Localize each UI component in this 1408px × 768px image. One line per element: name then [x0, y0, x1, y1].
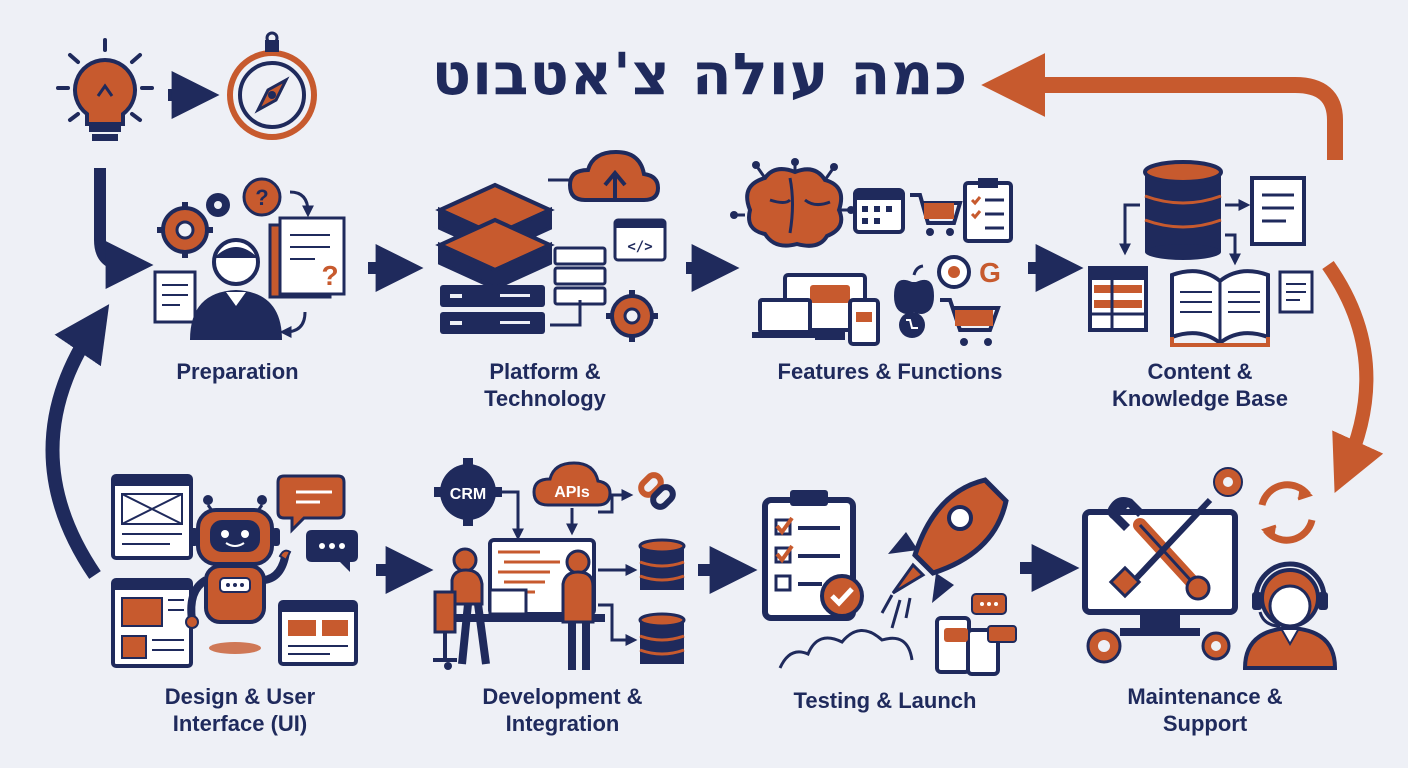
- stage-label-content: Content & Knowledge Base: [1080, 358, 1320, 412]
- crm-label: CRM: [450, 486, 486, 503]
- stage-label-platform-line1: Platform &: [489, 359, 601, 384]
- compass-icon: [227, 31, 317, 140]
- svg-text:</>: </>: [627, 239, 652, 255]
- laptop-icon: [752, 273, 880, 346]
- stage-label-preparation: Preparation: [176, 359, 299, 384]
- table-icon: [1088, 266, 1148, 332]
- stage-label-maintenance: Maintenance & Support: [1080, 683, 1330, 737]
- development-illustration: CRM APIs: [433, 458, 686, 670]
- question-icon: ?: [255, 185, 268, 210]
- monitor-tools-icon: [1082, 497, 1238, 636]
- stage-label-content-line2: Knowledge Base: [1111, 386, 1289, 411]
- stage-label-platform: Platform & Technology: [430, 358, 660, 412]
- rocket-icon: [880, 477, 1009, 629]
- stage-label-maintenance-line1: Maintenance &: [1127, 684, 1283, 709]
- chat-bubble-icon: [276, 474, 358, 572]
- stage-label-development-line1: Development &: [482, 684, 643, 709]
- phone-chat-icon: [935, 593, 1017, 676]
- apis-label: APIs: [554, 484, 590, 501]
- idea-icon: [56, 38, 154, 141]
- support-agent-icon: [1242, 561, 1338, 670]
- google-icon: G: [979, 257, 1001, 288]
- page-title: כמה עולה צ'אטבוט: [431, 40, 969, 108]
- developers-icon: [433, 538, 605, 670]
- database-icon: [638, 538, 686, 664]
- robot-icon: [185, 495, 292, 654]
- stage-label-development: Development & Integration: [440, 683, 685, 737]
- database-icon: [1143, 160, 1223, 260]
- return-arrow: [981, 53, 1343, 160]
- link-icon: [638, 472, 676, 510]
- testing-illustration: [762, 477, 1017, 676]
- stage-label-design-line2: Interface (UI): [172, 711, 308, 736]
- checklist-icon: [963, 178, 1013, 243]
- stage-label-development-line2: Integration: [505, 711, 620, 736]
- chrome-icon: [937, 255, 971, 289]
- calendar-icon: [853, 188, 905, 234]
- stage-label-content-line1: Content &: [1147, 359, 1253, 384]
- stage-label-platform-line2: Technology: [484, 386, 606, 411]
- crm-gear-icon: [434, 458, 502, 526]
- stage-label-design-line1: Design & User: [164, 684, 316, 709]
- svg-text:?: ?: [321, 260, 338, 291]
- return-arrow: [45, 304, 110, 579]
- maintenance-illustration: [1082, 467, 1338, 670]
- features-illustration: G: [730, 158, 1013, 346]
- book-icon: [1170, 269, 1270, 347]
- flow-arrow: [1322, 260, 1384, 493]
- stage-label-maintenance-line2: Support: [1162, 711, 1248, 736]
- stage-label-testing: Testing & Launch: [793, 688, 977, 713]
- stage-label-features: Features & Functions: [777, 359, 1003, 384]
- flow-arrow: [94, 168, 154, 289]
- clipboard-checklist-icon: [762, 490, 864, 621]
- content-illustration: [1088, 160, 1314, 347]
- apis-cloud-icon: [532, 461, 612, 507]
- cart-icon: [910, 193, 963, 236]
- apple-icon: [894, 264, 934, 314]
- brain-icon: [730, 158, 855, 248]
- stage-label-design: Design & User Interface (UI): [120, 683, 360, 737]
- refresh-icon: [1258, 481, 1316, 544]
- design-illustration: [111, 474, 358, 668]
- code-window-icon: </>: [613, 218, 667, 262]
- preparation-illustration: ? ?: [153, 177, 346, 340]
- platform-illustration: </>: [435, 149, 667, 342]
- wireframe-icon: [111, 474, 358, 668]
